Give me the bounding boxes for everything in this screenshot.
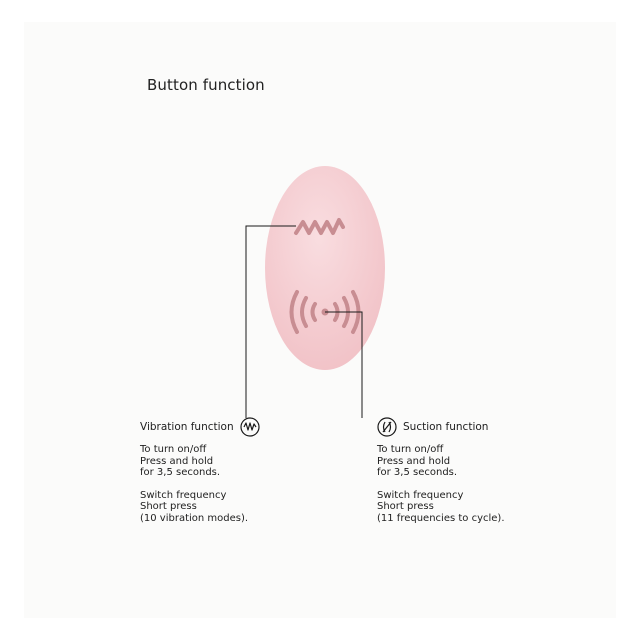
wave-icon bbox=[240, 417, 260, 437]
vibration-line: Press and hold bbox=[140, 455, 214, 467]
vibration-leader-line bbox=[245, 225, 296, 418]
device-body bbox=[265, 166, 385, 370]
vibration-line: Short press bbox=[140, 501, 197, 512]
suction-line: for 3,5 seconds. bbox=[377, 467, 458, 478]
suction-heading: Suction function bbox=[403, 421, 489, 433]
vibration-line: (10 vibration modes). bbox=[140, 512, 249, 524]
suction-line: To turn on/off bbox=[377, 444, 444, 455]
suction-line: Short press bbox=[377, 501, 434, 512]
vibration-line: Switch frequency bbox=[140, 489, 227, 501]
vibration-info: Vibration function To turn on/off Press … bbox=[140, 416, 320, 524]
suction-icon bbox=[377, 417, 397, 437]
suction-line: Switch frequency bbox=[377, 489, 464, 501]
page-title: Button function bbox=[147, 76, 265, 94]
vibration-line: for 3,5 seconds. bbox=[140, 467, 221, 478]
vibration-button-icon bbox=[294, 218, 345, 235]
suction-line: Press and hold bbox=[377, 455, 451, 467]
suction-info: Suction function To turn on/off Press an… bbox=[377, 416, 567, 524]
suction-leader-line bbox=[325, 311, 363, 418]
vibration-heading: Vibration function bbox=[140, 421, 234, 433]
vibration-line: To turn on/off bbox=[140, 444, 207, 455]
suction-line: (11 frequencies to cycle). bbox=[377, 512, 505, 524]
